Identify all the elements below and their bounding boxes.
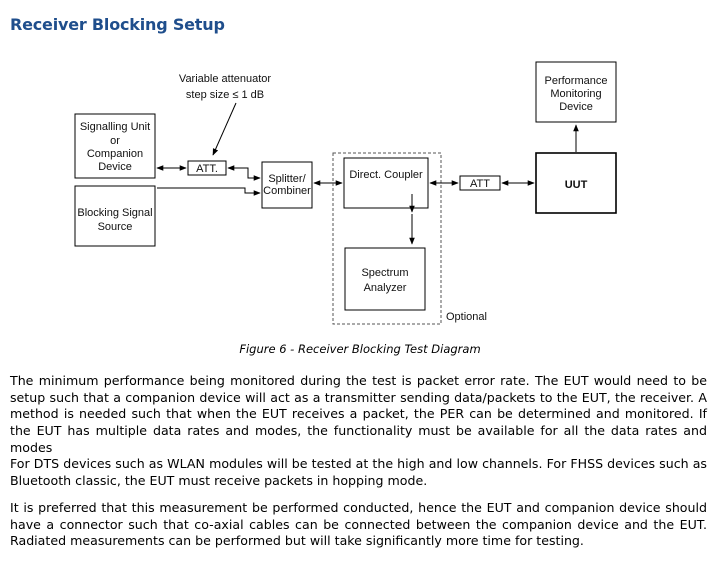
page-heading: Receiver Blocking Setup <box>10 15 225 34</box>
attenuator-note: Variable attenuator <box>179 73 271 85</box>
signalling-unit-companion: Companion <box>87 148 143 160</box>
monitoring-device-box <box>535 61 617 123</box>
att-left-box <box>187 160 227 176</box>
coupler-label: Direct. Coupler <box>349 169 423 181</box>
blocking-source-label: Blocking Signal <box>77 207 152 219</box>
paragraph: For DTS devices such as WLAN modules wil… <box>10 456 707 488</box>
attenuator-pointer <box>212 102 237 156</box>
uut-label: UUT <box>565 179 588 191</box>
att-right-label: ATT <box>470 178 490 190</box>
spectrum-analyzer-label-2: Analyzer <box>364 282 407 294</box>
coupler-box <box>343 157 429 209</box>
monitoring-device-label: Performance <box>545 75 608 87</box>
splitter-label: Splitter/ <box>268 173 306 185</box>
link-att-splitter <box>227 165 261 181</box>
attenuator-note-step: step size ≤ 1 dB <box>186 89 264 101</box>
att-left-label: ATT. <box>196 163 218 175</box>
figure-caption: Figure 6 - Receiver Blocking Test Diagra… <box>239 342 481 356</box>
paragraph: It is preferred that this measurement be… <box>10 500 707 549</box>
blocking-source-label-2: Source <box>98 221 133 233</box>
spectrum-analyzer-label: Spectrum <box>361 267 408 279</box>
spectrum-analyzer-box <box>344 247 426 311</box>
link-blocking-splitter <box>157 187 261 196</box>
receiver-blocking-diagram: Variable attenuator step size ≤ 1 dB Sig… <box>74 61 617 325</box>
signalling-unit-label: Signalling Unit <box>80 121 150 133</box>
paragraph: The minimum performance being monitored … <box>10 373 707 455</box>
monitoring-device-label-2: Monitoring <box>550 88 601 100</box>
signalling-unit-device: Device <box>98 161 132 173</box>
monitoring-device-label-3: Device <box>559 101 593 113</box>
splitter-box <box>261 161 313 209</box>
uut-box <box>535 152 617 214</box>
att-right-box <box>459 175 501 191</box>
blocking-source-box <box>74 185 156 247</box>
signalling-unit-or: or <box>110 135 120 147</box>
signalling-unit-box <box>74 113 156 179</box>
optional-region <box>332 152 442 325</box>
optional-label: Optional <box>446 311 487 323</box>
splitter-label-2: Combiner <box>263 185 311 197</box>
